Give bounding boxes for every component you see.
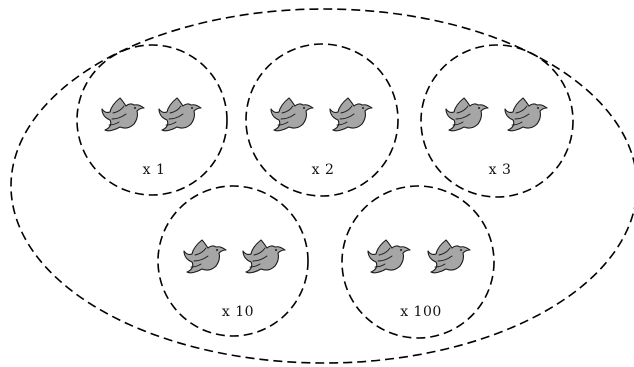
dove-icon	[446, 98, 488, 131]
group-10: x 10	[158, 186, 308, 336]
dove-icon	[243, 240, 285, 273]
group-2: x 2	[246, 44, 398, 196]
dove-icon	[428, 240, 470, 273]
multiplier-label: x 3	[489, 162, 512, 178]
multiplier-label: x 10	[222, 304, 254, 320]
dove-icon	[159, 98, 201, 131]
multiplier-label: x 1	[143, 162, 166, 178]
multiplier-label: x 100	[400, 304, 442, 320]
dove-icon	[368, 240, 410, 273]
dove-icon	[505, 98, 547, 131]
multiplier-label: x 2	[312, 162, 335, 178]
group-1: x 1	[77, 45, 227, 195]
group-3: x 3	[421, 45, 573, 197]
group-100: x 100	[342, 186, 494, 338]
dove-icon	[271, 98, 313, 131]
dove-icon	[102, 98, 144, 131]
dove-icon	[330, 98, 372, 131]
dove-icon	[184, 240, 226, 273]
